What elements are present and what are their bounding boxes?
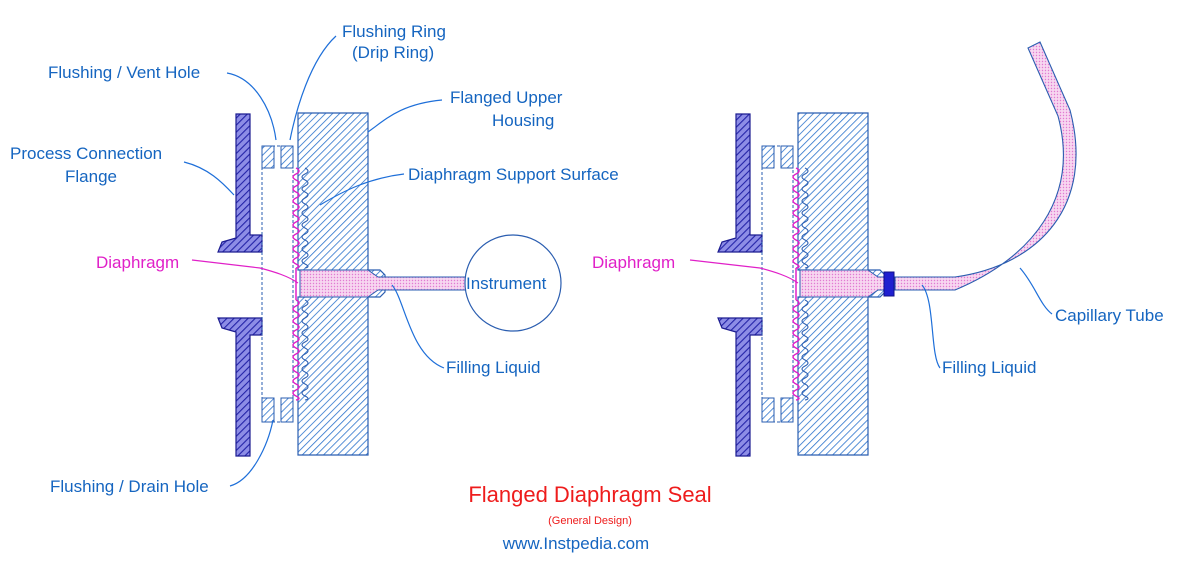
leader-lines	[183, 35, 1053, 487]
instrument-circle	[464, 234, 562, 332]
process-flange-upper-right	[717, 113, 763, 253]
diaphragm-right	[792, 167, 800, 401]
right-assembly	[717, 41, 1077, 457]
leader-drain-hole	[229, 419, 274, 487]
label-process-flange-2: Flange	[65, 167, 117, 186]
flushing-ring-lower-left	[261, 397, 275, 423]
capillary-coupling	[883, 271, 895, 297]
flushing-ring-lower-right-right	[780, 397, 794, 423]
flushing-ring-upper-left-right	[761, 145, 775, 169]
diagram-subtitle: (General Design)	[548, 515, 632, 527]
leader-support-surface	[319, 173, 405, 206]
leader-capillary-tube	[1019, 267, 1053, 315]
diaphragm-support-surface	[301, 167, 309, 401]
capillary-tube	[894, 41, 1077, 291]
label-filling-liquid-right: Filling Liquid	[942, 358, 1037, 377]
process-flange-lower	[217, 317, 263, 457]
diagram-title: Flanged Diaphragm Seal	[468, 482, 711, 507]
leader-process-flange	[183, 161, 235, 196]
label-filling-liquid-left: Filling Liquid	[446, 358, 541, 377]
flushing-ring-lower-left-right	[761, 397, 775, 423]
leader-filling-liquid-left	[391, 284, 445, 369]
process-flange-lower-right	[717, 317, 763, 457]
label-diaphragm-right: Diaphragm	[592, 253, 675, 272]
leader-flushing-ring	[289, 35, 337, 141]
label-support-surface: Diaphragm Support Surface	[408, 165, 619, 184]
label-upper-housing-2: Housing	[492, 111, 554, 130]
flushing-ring-upper-left	[261, 145, 275, 169]
leader-upper-housing	[367, 99, 443, 133]
leader-vent-hole	[226, 72, 277, 141]
label-vent-hole: Flushing / Vent Hole	[48, 63, 200, 82]
label-upper-housing-1: Flanged Upper	[450, 88, 563, 107]
diaphragm-support-surface-right	[801, 167, 809, 401]
label-process-flange-1: Process Connection	[10, 144, 162, 163]
flushing-ring-upper-right-right	[780, 145, 794, 169]
label-diaphragm-left: Diaphragm	[96, 253, 179, 272]
label-flushing-ring: Flushing Ring	[342, 22, 446, 41]
flushing-ring-outline-right	[761, 145, 794, 423]
flushing-ring-lower-right	[280, 397, 294, 423]
labels: Flushing Ring (Drip Ring) Flushing / Ven…	[10, 22, 1164, 496]
label-drain-hole: Flushing / Drain Hole	[50, 477, 209, 496]
footer: Flanged Diaphragm Seal (General Design) …	[468, 482, 711, 553]
label-instrument: Instrument	[466, 274, 547, 293]
diaphragm-left	[292, 167, 300, 401]
leader-filling-liquid-right	[921, 284, 941, 369]
flushing-ring-upper-right	[280, 145, 294, 169]
leader-diaphragm-right	[689, 259, 799, 284]
process-flange-upper	[217, 113, 263, 253]
label-capillary-tube: Capillary Tube	[1055, 306, 1164, 325]
website-link[interactable]: www.Instpedia.com	[502, 534, 649, 553]
label-drip-ring: (Drip Ring)	[352, 43, 434, 62]
flushing-ring-outline	[261, 145, 294, 423]
leader-diaphragm-left	[191, 259, 299, 284]
left-assembly	[217, 112, 562, 457]
